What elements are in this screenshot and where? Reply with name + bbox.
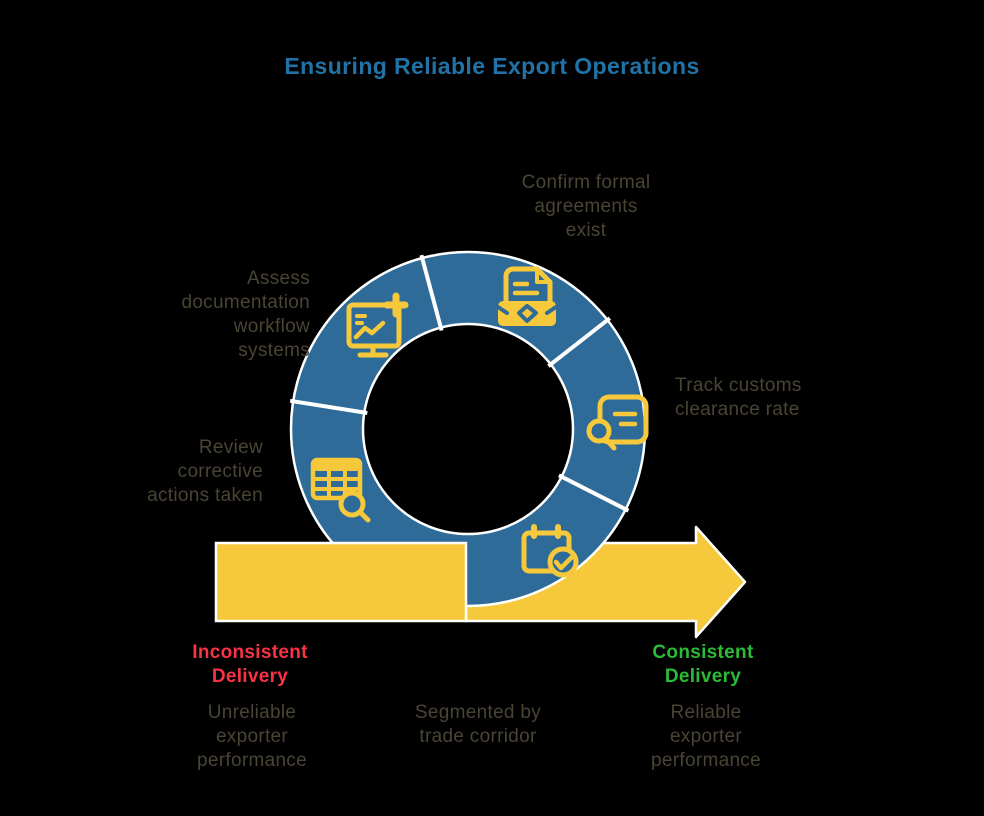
document-search-icon [586,394,649,451]
flow-start-subtext: Unreliable exporter performance [197,702,307,771]
calendar-check-icon [521,524,579,578]
flow-middle-subtext: Segmented by trade corridor [414,702,542,747]
document-handshake-icon [496,266,558,326]
flow-arrow-left [214,541,468,623]
flow-end-subtext: Reliable exporter performance [651,702,761,771]
flow-start-heading: Inconsistent Delivery [192,642,308,687]
step-label-assess-documentation: Assess documentation workflow systems [181,268,310,361]
page-title: Ensuring Reliable Export Operations [284,53,700,79]
step-label-review-corrective: Review corrective actions taken [147,437,263,506]
flow-end-heading: Consistent Delivery [652,642,754,687]
monitor-chart-icon [346,292,409,358]
step-label-track-customs: Track customs clearance rate [675,375,802,420]
step-label-confirm-agreements: Confirm formal agreements exist [521,172,651,241]
ring-segment-dividers [289,254,630,513]
table-search-icon [310,457,371,523]
